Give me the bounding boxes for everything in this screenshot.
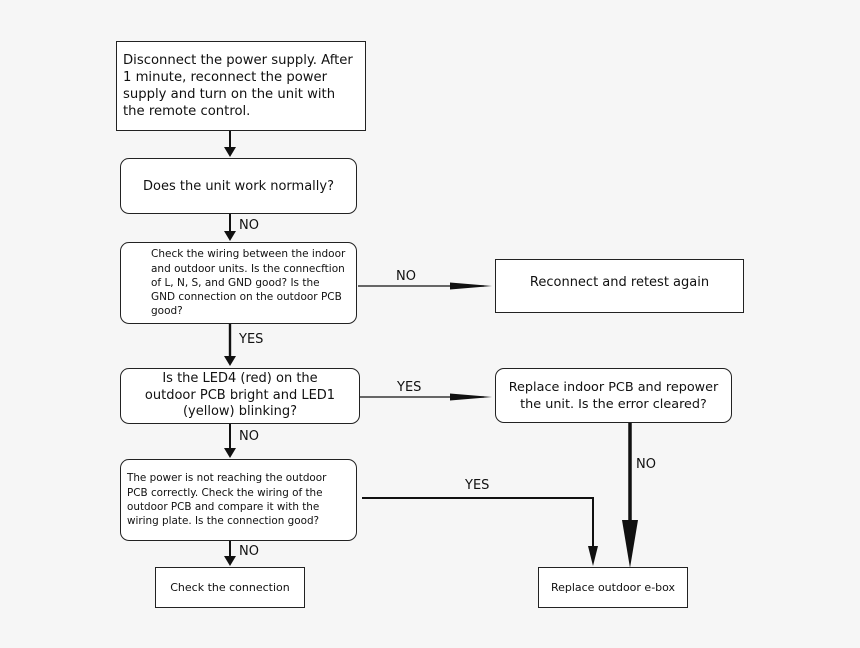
step-check-connection-text: Check the connection [170,581,290,594]
arrowhead-led-to-power [224,448,236,458]
step-work-normally-text: Does the unit work normally? [142,178,334,194]
label-no-power: NO [239,544,259,559]
step-disconnect-text: Disconnect the power supply. After 1 min… [123,53,353,119]
label-yes-power: YES [465,478,490,493]
step-replace-indoor-box: Replace indoor PCB and repower the unit.… [495,368,732,423]
arrowhead-disconnect-to-work [224,147,236,157]
step-check-wiring-box: Check the wiring between the indoor and … [120,242,357,324]
step-led-check-text: Is the LED4 (red) on the outdoor PCB bri… [144,371,336,420]
arrowhead-led-to-indoor [450,393,492,401]
step-replace-indoor-text: Replace indoor PCB and repower the unit.… [508,379,719,412]
arrowhead-power-to-connection [224,556,236,566]
step-power-check-box: The power is not reaching the outdoor PC… [120,459,357,541]
label-yes-indoor: YES [397,380,422,395]
step-work-normally-box: Does the unit work normally? [120,158,357,214]
step-check-wiring-text: Check the wiring between the indoor and … [151,248,346,318]
arrowhead-wiring-to-reconnect [450,282,492,290]
arrowhead-indoor-to-outdoor [622,520,638,568]
label-no-reconnect: NO [396,269,416,284]
label-no-led: NO [239,429,259,444]
arrowhead-power-to-outdoor [588,546,598,566]
step-led-check-box: Is the LED4 (red) on the outdoor PCB bri… [120,368,360,424]
step-power-check-text: The power is not reaching the outdoor PC… [127,472,327,528]
arrow-power-to-outdoor [362,497,594,556]
arrowhead-work-to-wiring [224,231,236,241]
label-no-indoor: NO [636,457,656,472]
step-replace-outdoor-text: Replace outdoor e-box [550,581,676,594]
step-disconnect-box: Disconnect the power supply. After 1 min… [116,41,366,131]
label-no-work: NO [239,218,259,233]
label-yes-wiring: YES [239,332,264,347]
step-reconnect-text: Reconnect and retest again [529,274,710,290]
step-reconnect-box: Reconnect and retest again [495,259,744,313]
step-replace-outdoor-box: Replace outdoor e-box [538,567,688,608]
arrowhead-wiring-to-led [224,356,236,366]
step-check-connection-box: Check the connection [155,567,305,608]
